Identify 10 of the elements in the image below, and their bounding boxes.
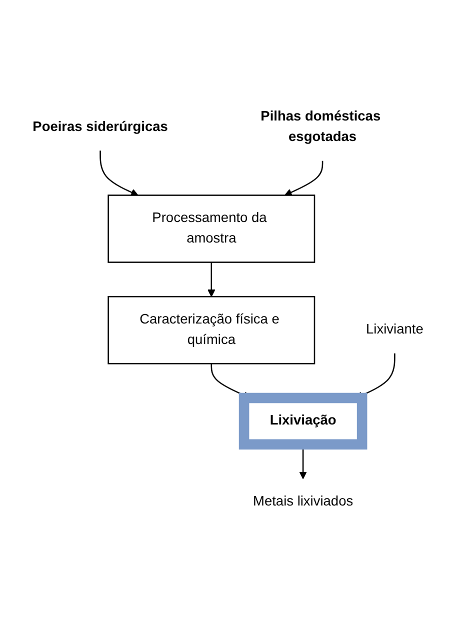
node-box: Processamento da amostra	[108, 194, 316, 263]
node-text: Metais lixiviados	[253, 494, 354, 509]
node-box: Caracterização física e química	[108, 296, 316, 364]
node-text: Poeiras siderúrgicas	[32, 120, 168, 134]
node-text: Lixiviante	[366, 322, 424, 337]
arrow	[208, 262, 216, 297]
node-box: Lixiviação	[238, 392, 368, 450]
arrow	[284, 160, 324, 196]
node-text: Pilhas domésticas esgotadas	[260, 109, 381, 145]
arrow	[100, 150, 138, 196]
